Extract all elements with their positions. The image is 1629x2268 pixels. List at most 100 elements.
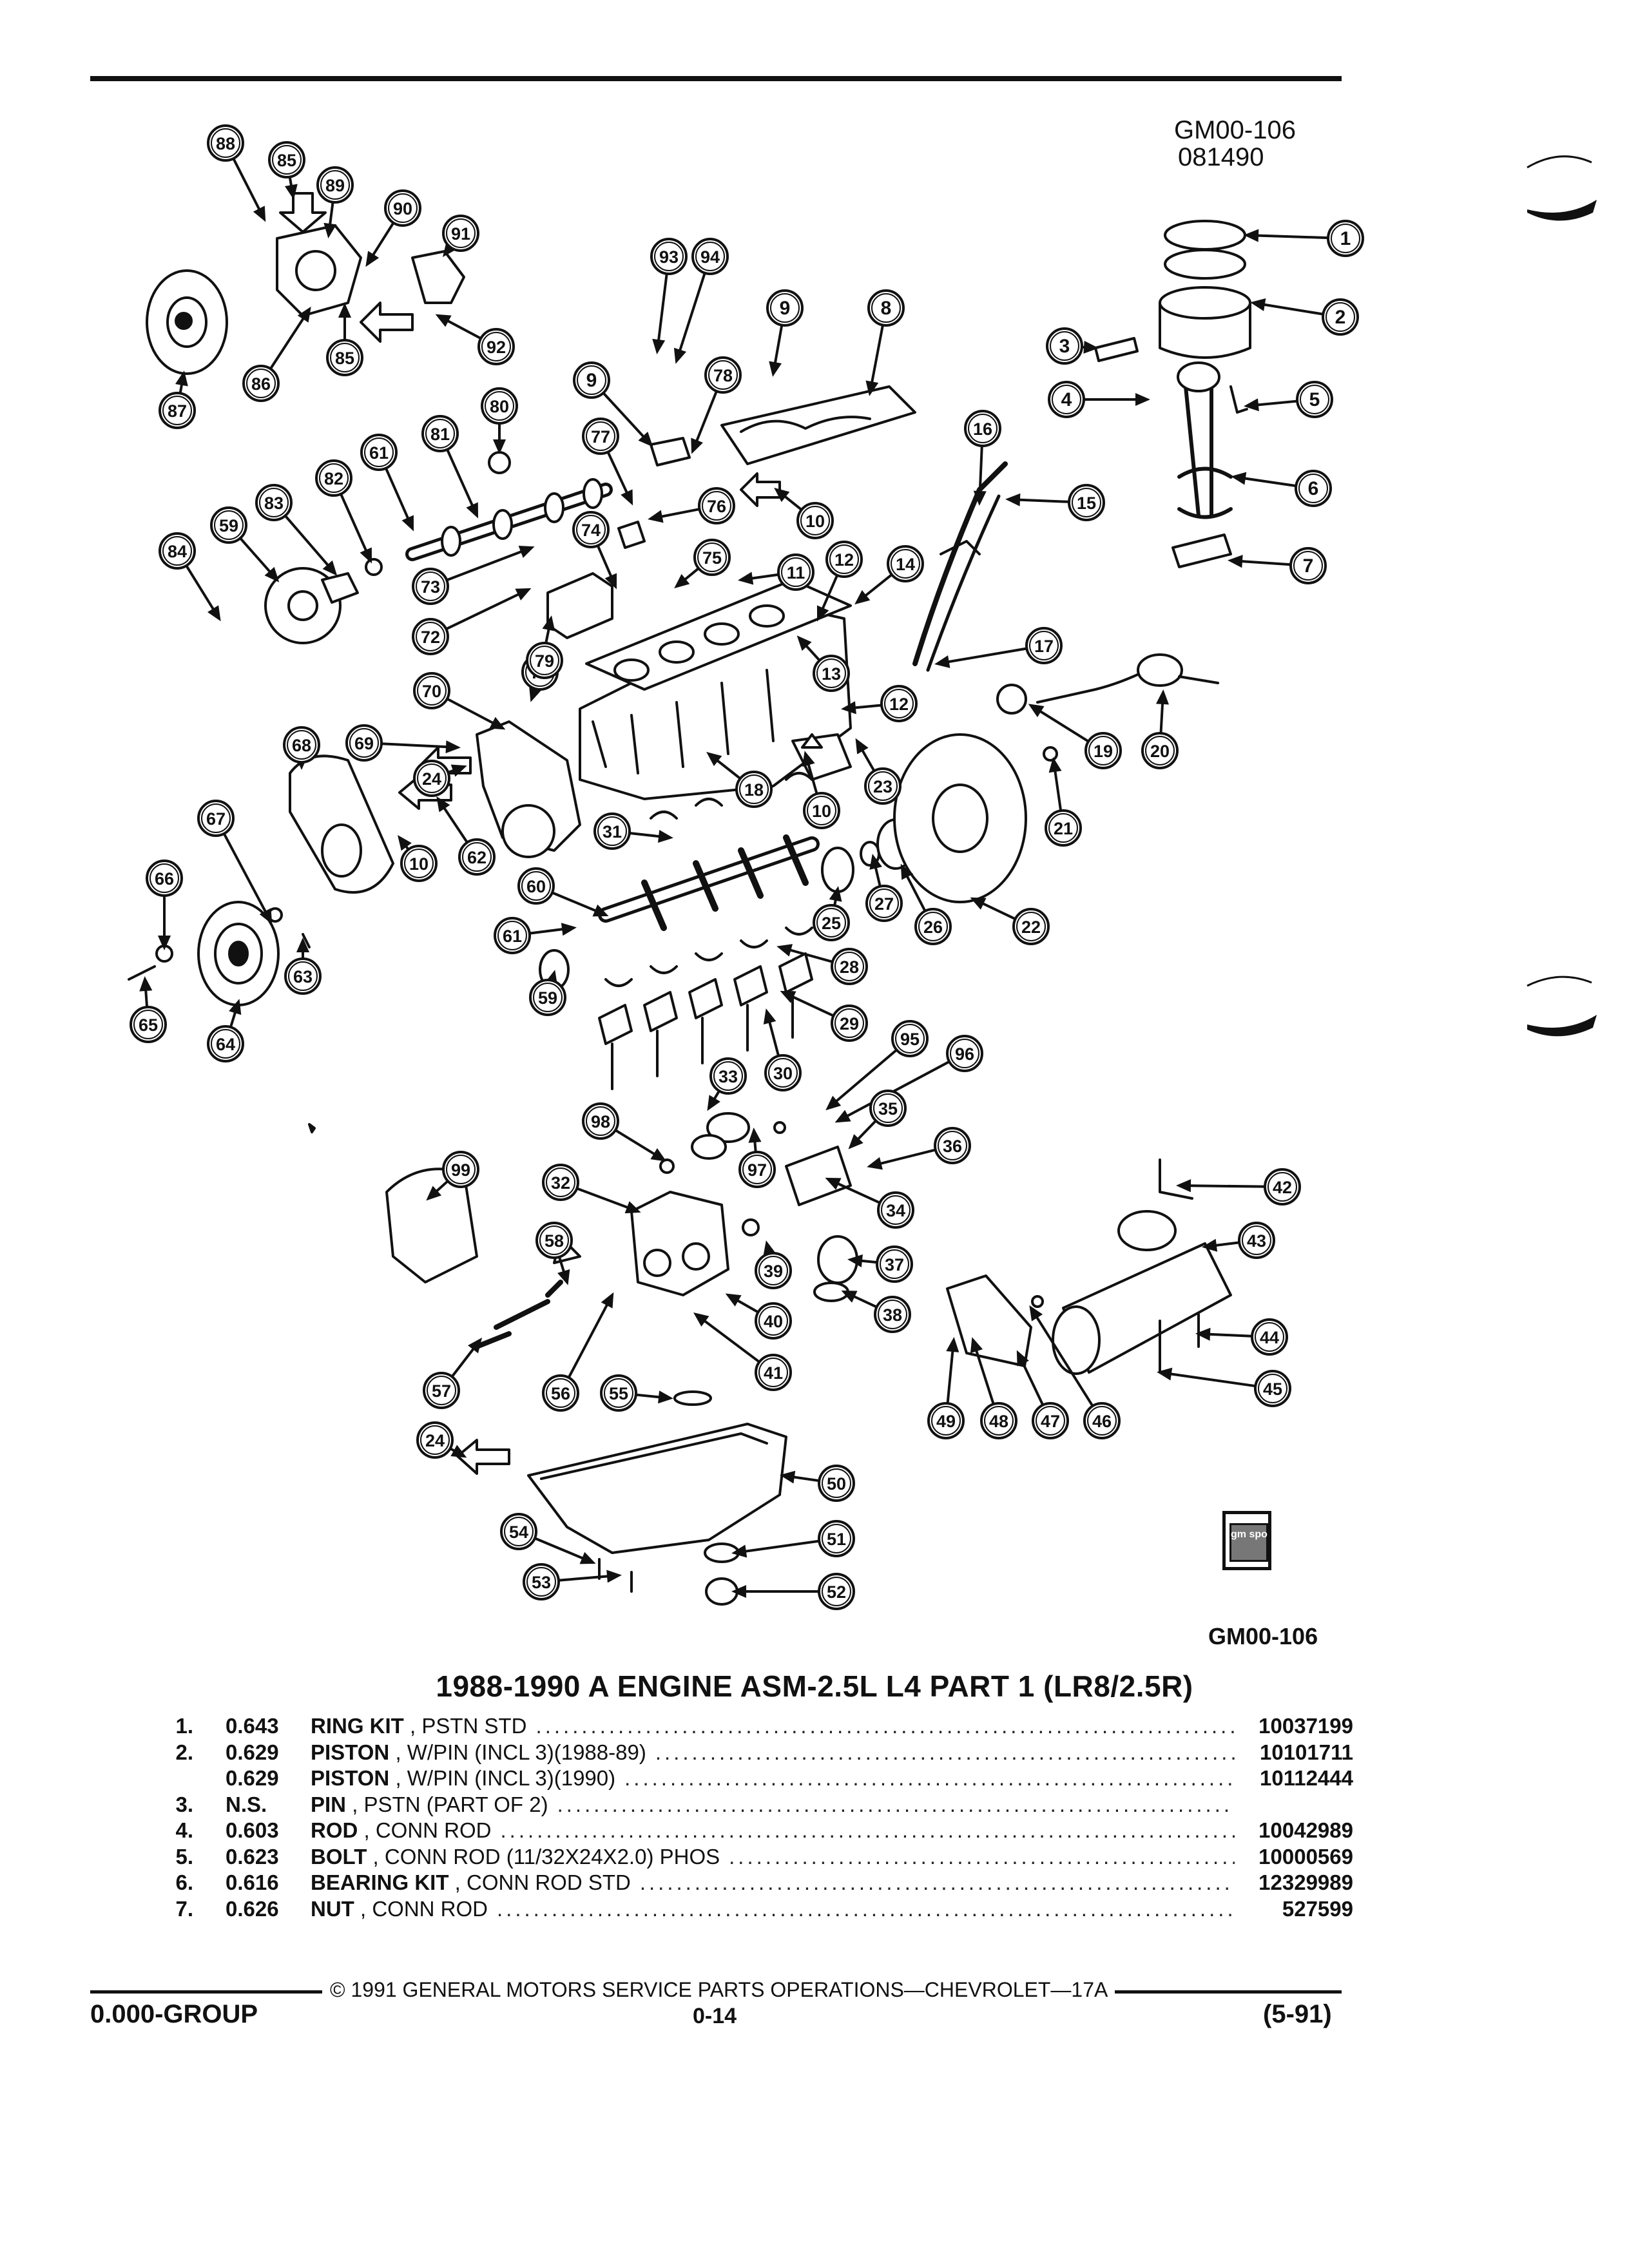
callout-number: 2 [1335,307,1346,328]
callout-87: 87 [159,392,196,429]
callout-arrowhead [725,1293,742,1307]
callout-arrowhead [323,222,337,238]
callout-arrowhead [401,515,414,532]
callout-arrowhead [297,306,311,323]
callout-72: 72 [412,618,449,655]
callout-number: 69 [354,734,374,753]
callout-arrowhead [796,635,812,651]
dot-leader: ........................................… [497,1896,1235,1919]
dot-leader: ........................................… [500,1818,1235,1840]
callout-arrowhead [561,923,577,936]
callout-arrowhead [731,1544,747,1558]
callout-65: 65 [130,1006,167,1043]
callout-number: 16 [973,419,992,439]
callout-number: 41 [764,1363,783,1383]
callout-number: 55 [609,1384,628,1403]
figure-date: 081490 [1178,143,1264,171]
callout-arrowhead [738,572,754,585]
callout-arrowhead [834,1110,851,1123]
callout-number: 98 [591,1112,610,1131]
callout-leader [446,546,532,582]
part-item-number: 4. [175,1818,193,1842]
callout-number: 60 [526,877,546,896]
callout-78: 78 [704,356,742,394]
footer-rule-left [90,1990,322,1994]
callout-38: 38 [874,1296,911,1333]
callout-number: 33 [718,1067,738,1086]
callout-arrowhead [1155,689,1170,705]
callout-number: 7 [1303,555,1314,577]
callout-30: 30 [764,1054,802,1091]
callout-arrowhead [900,863,914,880]
callout-32: 32 [542,1164,579,1201]
part-group-number: 0.626 [226,1896,279,1921]
callout-number: 15 [1077,494,1096,513]
callout-23: 23 [864,767,901,805]
callout-arrowhead [445,740,461,754]
dot-leader: ........................................… [557,1792,1235,1814]
part-qualifier: , CONN ROD [363,1818,492,1842]
callout-arrowhead [450,764,467,777]
callout-75: 75 [693,539,731,576]
callout-number: 76 [707,497,726,516]
callout-leader [1246,234,1329,240]
callout-number: 52 [827,1582,846,1602]
callout-92: 92 [477,328,515,365]
callout-arrowhead [229,999,242,1015]
callout-arrowhead [865,380,879,396]
callout-arrowhead [869,854,882,870]
part-number: 10042989 [1258,1818,1353,1842]
part-qualifier: , CONN ROD (11/32X24X2.0) PHOS [372,1844,720,1869]
callout-number: 90 [393,199,412,218]
part-group-number: 0.616 [226,1870,279,1894]
callout-3: 3 [1046,327,1083,365]
callout-leader [445,588,529,631]
callout-number: 47 [1041,1412,1060,1431]
callout-52: 52 [818,1573,855,1610]
part-number: 10037199 [1258,1714,1353,1738]
callout-leader [675,273,706,361]
part-item-number: 2. [175,1740,193,1764]
callout-number: 49 [936,1412,956,1431]
callout-number: 26 [923,918,943,937]
part-item-number: 6. [175,1870,193,1894]
callout-90: 90 [384,189,421,227]
callout-arrowhead [1228,555,1243,568]
callout-leader [695,1313,760,1363]
callout-93: 93 [650,238,688,275]
part-name: PIN [311,1792,347,1816]
callout-leader [1159,1371,1256,1388]
figure-id-top: GM00-106 [1174,116,1296,144]
callout-arrowhead [674,573,690,589]
callout-12: 12 [825,541,863,578]
callout-arrowhead [841,1290,858,1303]
callout-85: 85 [326,339,363,376]
callout-arrowhead [748,1128,762,1143]
callout-number: 66 [155,869,174,889]
callout-leader [656,273,668,352]
callout-number: 43 [1247,1231,1266,1251]
callout-number: 68 [292,736,311,755]
callout-arrowhead [1083,340,1099,354]
part-qualifier: , CONN ROD STD [454,1870,631,1894]
callout-number: 63 [293,967,313,986]
part-name: PISTON [311,1766,390,1790]
callout-number: 59 [219,516,238,535]
callout-number: 10 [409,854,429,874]
callout-leader [446,448,478,516]
callout-number: 65 [139,1015,158,1035]
part-description: BEARING KIT , CONN ROD STD [311,1870,631,1895]
callout-arrowhead [604,573,617,590]
callout-number: 74 [581,521,601,540]
callout-number: 54 [509,1523,528,1542]
callout-number: 67 [206,809,226,829]
callout-9: 9 [573,361,610,399]
callout-91: 91 [442,215,479,252]
callout-number: 96 [955,1044,974,1064]
callout-arrowhead [691,437,704,454]
callout-number: 5 [1309,389,1320,410]
parts-row: 3.N.S.PIN , PSTN (PART OF 2)............… [155,1792,1353,1818]
callout-number: 57 [432,1381,451,1401]
callout-58: 58 [535,1222,573,1259]
